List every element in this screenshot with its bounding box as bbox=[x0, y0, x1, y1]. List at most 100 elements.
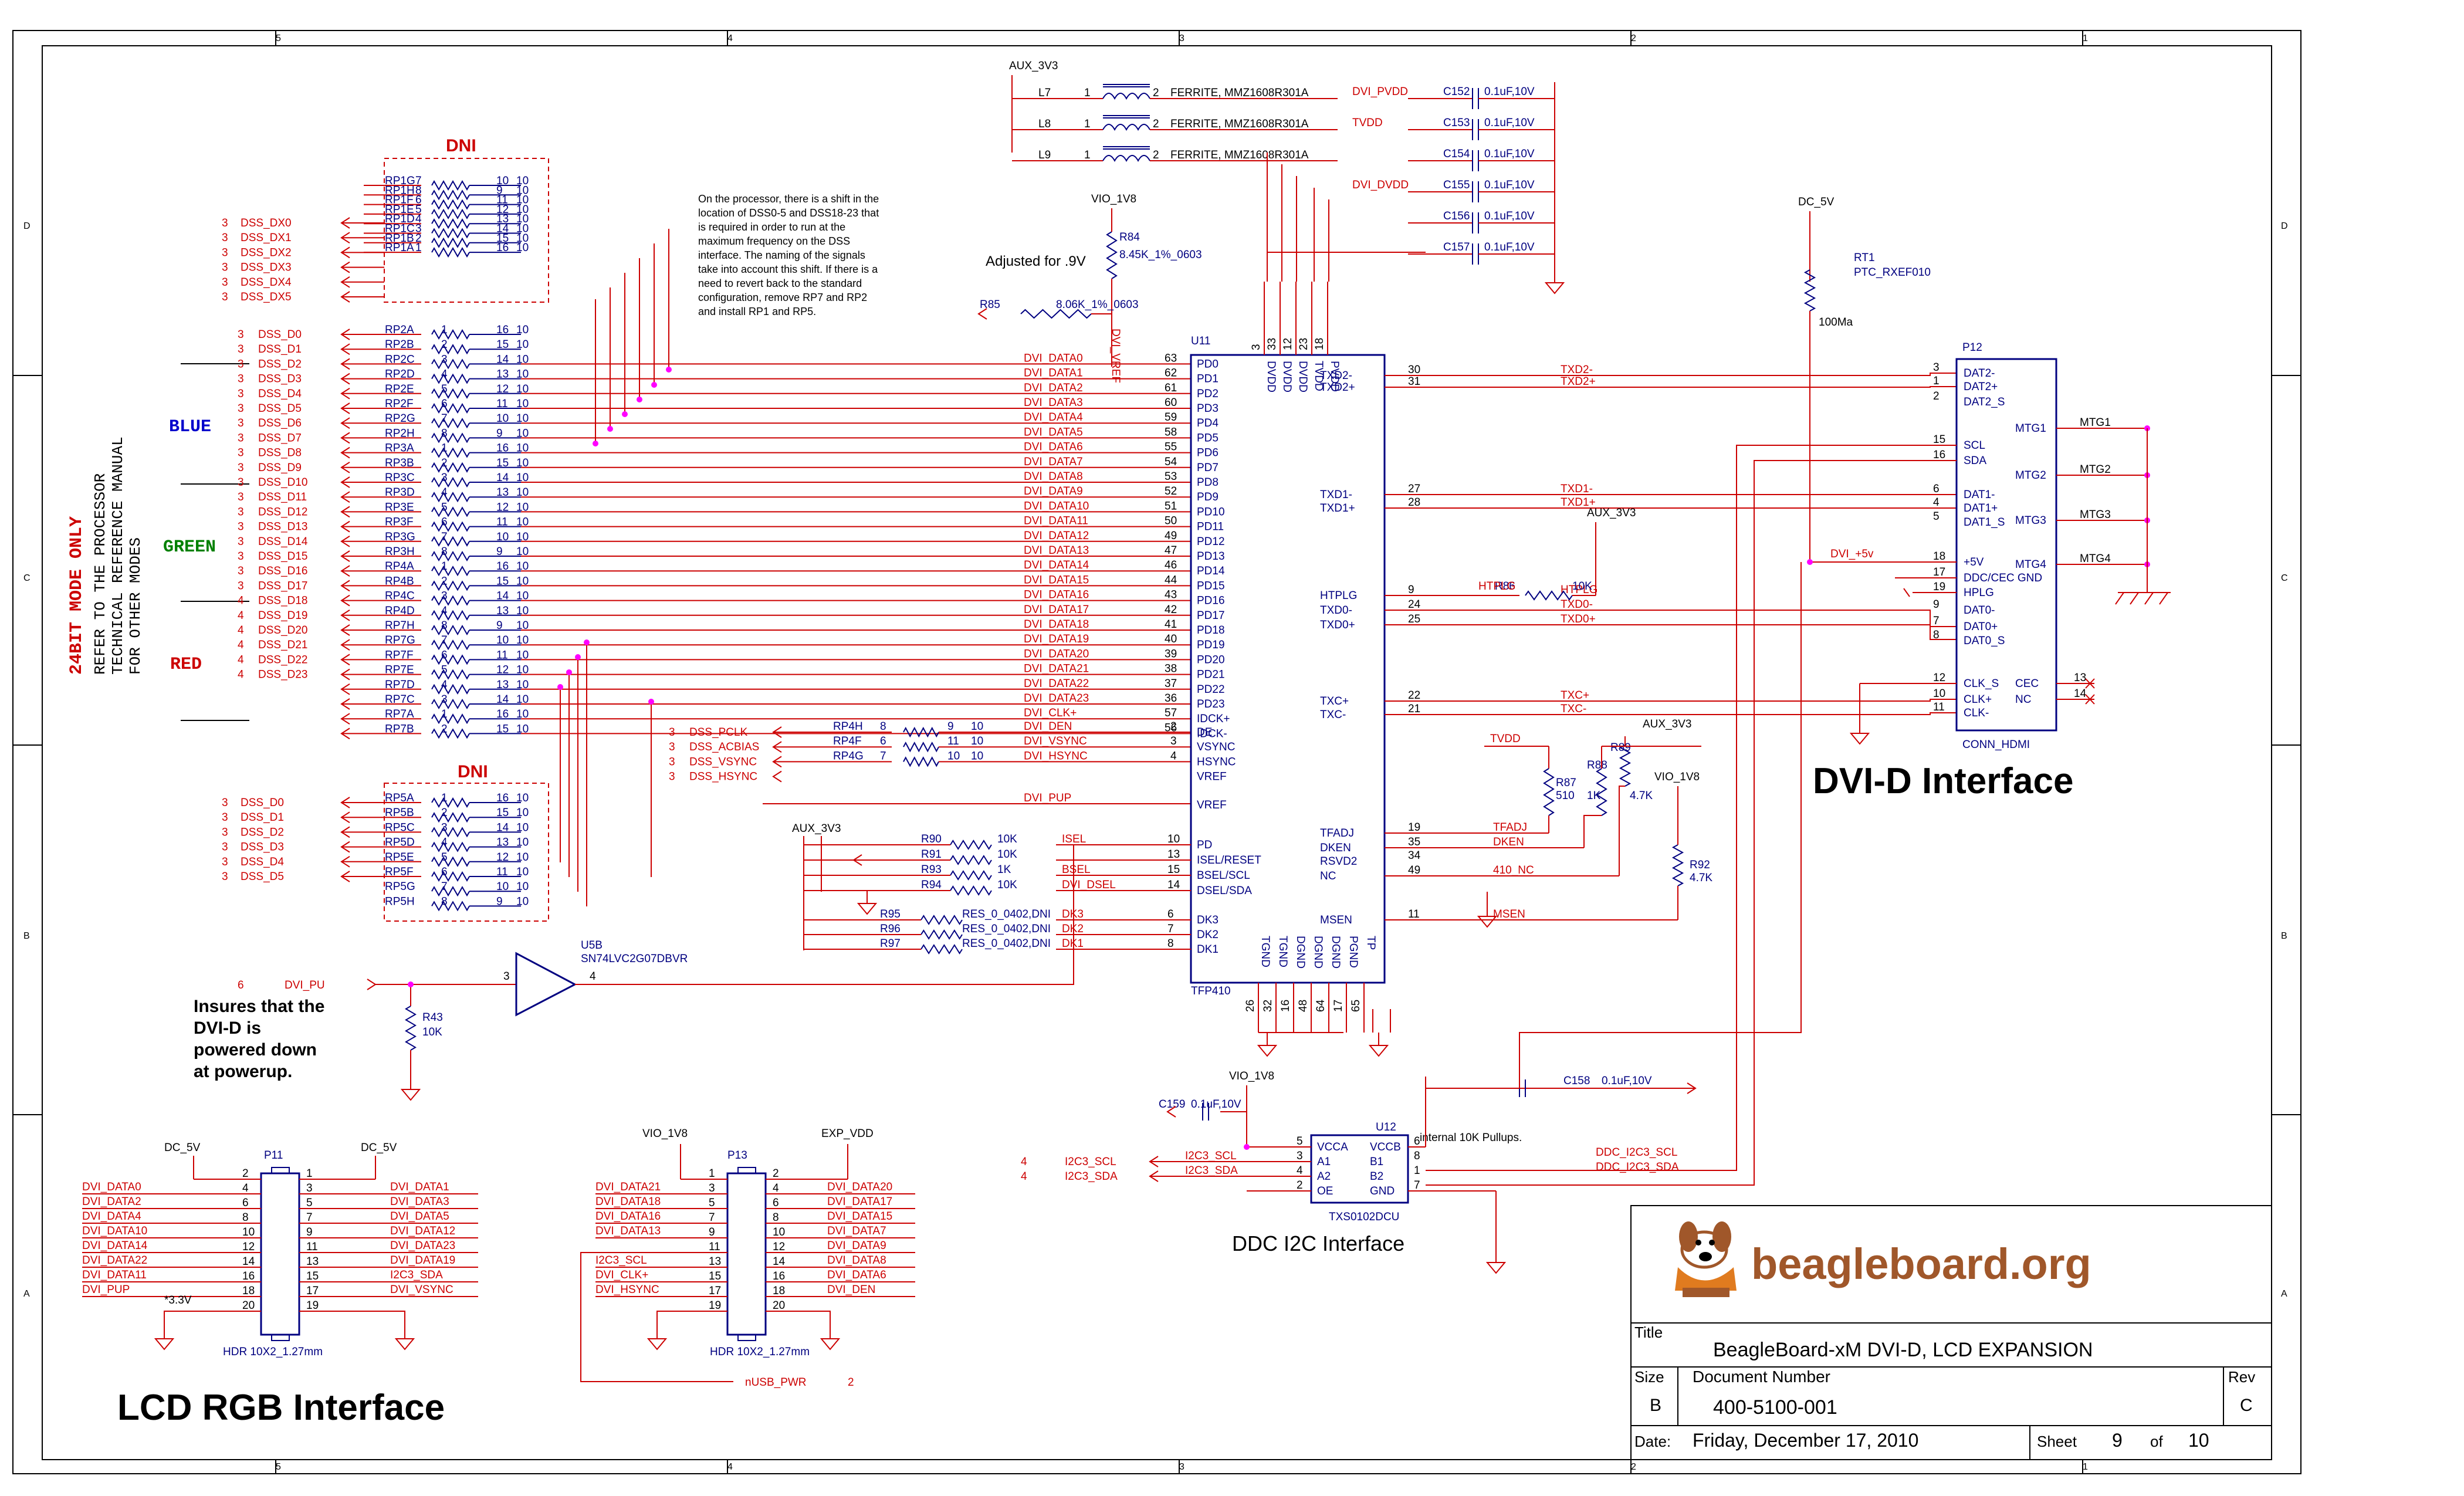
rp-pin-c: 10 bbox=[516, 693, 529, 706]
p12-mtg-net: MTG3 bbox=[2080, 509, 2111, 521]
rp-resistor bbox=[431, 871, 470, 882]
dss-net: DSS_D23 bbox=[258, 669, 308, 681]
dni-top-label: DNI bbox=[446, 136, 476, 155]
rp-resistor bbox=[431, 329, 470, 340]
rp-pin-c: 10 bbox=[516, 383, 529, 395]
p12-part: CONN_HDMI bbox=[1962, 739, 2030, 751]
p13-pin-num: 17 bbox=[709, 1285, 721, 1297]
r88-symbol bbox=[1596, 768, 1607, 816]
rp-ref: RP4F bbox=[833, 735, 862, 747]
u11-top-pin-num: 23 bbox=[1298, 338, 1310, 350]
wire bbox=[575, 845, 1074, 985]
rp-pin-b: 13 bbox=[496, 605, 509, 617]
rp-resistor bbox=[431, 886, 470, 897]
rp-ref: RP2F bbox=[385, 398, 414, 410]
p13-left-net: DVI_CLK+ bbox=[595, 1269, 648, 1281]
p11-pin-num: 18 bbox=[242, 1285, 255, 1297]
rp-pin-c: 10 bbox=[516, 649, 529, 661]
p11-pin-num: 3 bbox=[306, 1182, 313, 1194]
rp-pin-c: 10 bbox=[516, 516, 529, 529]
dss-num: 3 bbox=[238, 417, 244, 429]
dss-net: DSS_D2 bbox=[241, 826, 284, 838]
u11-pin-num: 42 bbox=[1165, 604, 1177, 616]
u11-right-pin-num: 34 bbox=[1408, 849, 1421, 862]
dss-net: DSS_D9 bbox=[258, 462, 302, 474]
u11-pin-name: DK1 bbox=[1197, 943, 1219, 956]
ctrl-dvi-net: DVI_HSYNC bbox=[1024, 750, 1088, 762]
sheet-border bbox=[12, 30, 2301, 1474]
p11-pin-num: 5 bbox=[306, 1197, 313, 1209]
u11-right-pin-name: TXC- bbox=[1320, 709, 1346, 721]
p11-right-net: I2C3_SDA bbox=[390, 1269, 443, 1281]
u11-right-pin-name: TXD0- bbox=[1320, 604, 1352, 617]
dvi-data-net: DVI_DATA7 bbox=[1024, 456, 1083, 468]
p12-pin-num: 15 bbox=[1933, 434, 1945, 446]
p12-pin-name: +5V bbox=[1964, 556, 1984, 568]
zone-top: 2 bbox=[1631, 33, 1636, 43]
p11-pin-num: 9 bbox=[306, 1226, 313, 1238]
rp-pin-b: 14 bbox=[496, 472, 509, 484]
p12-pin-name: DAT2+ bbox=[1964, 381, 1998, 393]
rp-pin-b: 16 bbox=[496, 560, 509, 573]
p12-pin-name: HPLG bbox=[1964, 587, 1994, 599]
rp-pin-c: 10 bbox=[516, 339, 529, 351]
cap-val: 0.1uF,10V bbox=[1484, 148, 1535, 160]
rp-resistor bbox=[431, 373, 470, 384]
ground-icon bbox=[820, 1338, 841, 1351]
rp-pin-a: 1 bbox=[441, 560, 448, 573]
junction-dot bbox=[666, 367, 672, 373]
p13-pin-num: 14 bbox=[773, 1255, 786, 1268]
rp-pin-c: 10 bbox=[516, 472, 529, 484]
u11-right-pin-name: TXD0+ bbox=[1320, 619, 1355, 631]
rp-ref: RP3H bbox=[385, 546, 415, 558]
p11-pin-num: 7 bbox=[306, 1211, 313, 1224]
r43-ref: R43 bbox=[422, 1011, 443, 1024]
rp-resistor bbox=[431, 901, 470, 912]
u11-pin-num: 6 bbox=[1167, 908, 1174, 920]
rp-resistor bbox=[431, 432, 470, 444]
dc5v-label: DC_5V bbox=[1798, 196, 1835, 208]
cap-ref: C152 bbox=[1443, 86, 1470, 98]
rp-pin-b: 12 bbox=[496, 383, 509, 395]
p13-part: HDR 10X2_1.27mm bbox=[710, 1346, 810, 1358]
nusb-pwr-num: 2 bbox=[848, 1376, 854, 1389]
dss-num: 4 bbox=[238, 654, 244, 666]
dss-net: DSS_D16 bbox=[258, 565, 308, 577]
zone-top: 5 bbox=[276, 33, 281, 43]
rp-pin-b: 14 bbox=[496, 590, 509, 603]
u11-pin-name: VSYNC bbox=[1197, 741, 1235, 753]
u11-extra-net: DK2 bbox=[1062, 923, 1084, 935]
rp-ref: RP7E bbox=[385, 664, 414, 676]
rp-resistor bbox=[431, 841, 470, 852]
dss-net: DSS_D15 bbox=[258, 550, 308, 563]
u11-pin-name: PD11 bbox=[1197, 521, 1224, 533]
p13-pin-num: 13 bbox=[709, 1255, 721, 1268]
wire bbox=[1385, 373, 1957, 376]
rp-pin-c: 10 bbox=[516, 353, 529, 365]
u11-pin-num: 51 bbox=[1165, 500, 1177, 512]
p11-left-net: DVI_DATA0 bbox=[82, 1181, 141, 1193]
extra-resistor bbox=[950, 870, 992, 881]
dss-num: 3 bbox=[238, 580, 244, 592]
wire bbox=[1426, 460, 1957, 1186]
rp-resistor bbox=[431, 683, 470, 695]
p13-pin-num: 18 bbox=[773, 1285, 785, 1297]
rp-ref: RP2H bbox=[385, 427, 415, 439]
r87-ref: R87 bbox=[1556, 777, 1576, 789]
u11-right-pin-num: 24 bbox=[1408, 598, 1421, 611]
dss-dx-net: DSS_DX1 bbox=[241, 232, 292, 244]
u11-pin-num: 54 bbox=[1165, 456, 1177, 468]
rp-ref: RP2G bbox=[385, 412, 415, 425]
u11-right-pin-name: TXD1+ bbox=[1320, 502, 1355, 515]
rp-pin-c: 10 bbox=[516, 664, 529, 676]
u11-pin-num: 49 bbox=[1165, 530, 1177, 542]
u11-pin-num: 47 bbox=[1165, 544, 1177, 557]
rp-pin-b: 9 bbox=[496, 184, 503, 197]
rp-pin-b: 10 bbox=[496, 531, 509, 543]
u11-extra-ref: R91 bbox=[921, 848, 942, 861]
u11-pin-num: 61 bbox=[1165, 382, 1177, 394]
p11-pin-num: 16 bbox=[242, 1270, 255, 1282]
rp-pin-b: 15 bbox=[496, 575, 509, 587]
svg-text:On the processor, there is a s: On the processor, there is a shift in th… bbox=[698, 193, 879, 205]
u11-right-pin-name: TXD2+ bbox=[1320, 381, 1355, 394]
